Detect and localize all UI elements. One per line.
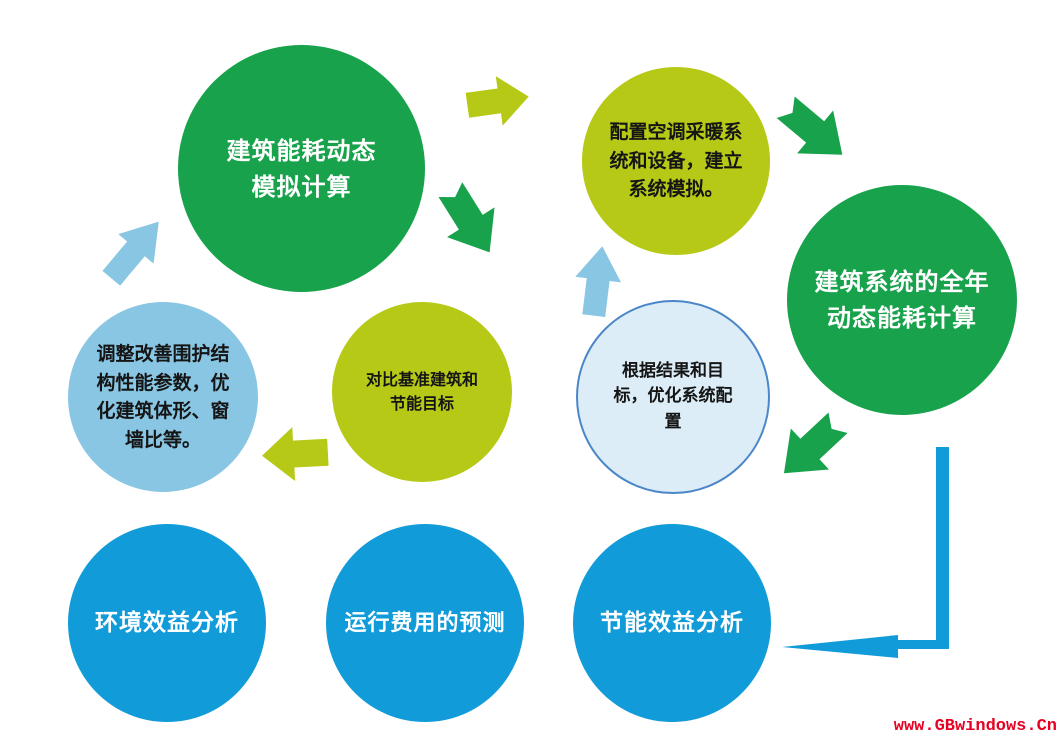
node-hvac-config-label: 配置空调采暖系 统和设备，建立 系统模拟。 xyxy=(609,121,743,201)
node-optimize-system: 根据结果和目 标，优化系统配 置 xyxy=(576,300,770,494)
node-annual-energy-label: 建筑系统的全年 动态能耗计算 xyxy=(814,268,990,332)
node-env-benefit-label: 环境效益分析 xyxy=(95,609,239,636)
arrow-optimize-to-config-icon xyxy=(571,243,625,318)
arrow-annual-to-optimize-icon xyxy=(765,402,857,493)
arrow-config-to-annual-icon xyxy=(768,86,861,176)
node-hvac-config: 配置空调采暖系 统和设备，建立 系统模拟。 xyxy=(582,67,770,255)
node-cost-forecast: 运行费用的预测 xyxy=(326,524,524,722)
node-baseline-compare-label: 对比基准建筑和 节能目标 xyxy=(365,370,478,413)
node-env-benefit: 环境效益分析 xyxy=(68,524,266,722)
node-envelope-adjust: 调整改善围护结 构性能参数，优 化建筑体形、窗 墙比等。 xyxy=(68,302,258,492)
arrow-sim-to-compare-icon xyxy=(427,175,514,267)
node-cost-forecast-label: 运行费用的预测 xyxy=(344,610,506,636)
node-baseline-compare: 对比基准建筑和 节能目标 xyxy=(332,302,512,482)
watermark-link[interactable]: www.GBwindows.Cn xyxy=(893,717,1057,736)
arrow-sim-to-config-icon xyxy=(464,72,532,130)
arrow-compare-to-adjust-icon xyxy=(261,425,330,482)
node-dynamic-simulation: 建筑能耗动态 模拟计算 xyxy=(178,45,425,292)
node-optimize-system-label: 根据结果和目 标，优化系统配 置 xyxy=(613,360,733,432)
node-envelope-adjust-label: 调整改善围护结 构性能参数，优 化建筑体形、窗 墙比等。 xyxy=(96,343,230,451)
connector-annual-to-benefit-icon xyxy=(782,447,949,658)
node-dynamic-simulation-label: 建筑能耗动态 模拟计算 xyxy=(226,136,377,201)
arrow-adjust-to-sim-icon xyxy=(94,207,177,293)
node-energy-benefit: 节能效益分析 xyxy=(573,524,771,722)
node-annual-energy: 建筑系统的全年 动态能耗计算 xyxy=(787,185,1017,415)
node-energy-benefit-label: 节能效益分析 xyxy=(600,609,744,636)
